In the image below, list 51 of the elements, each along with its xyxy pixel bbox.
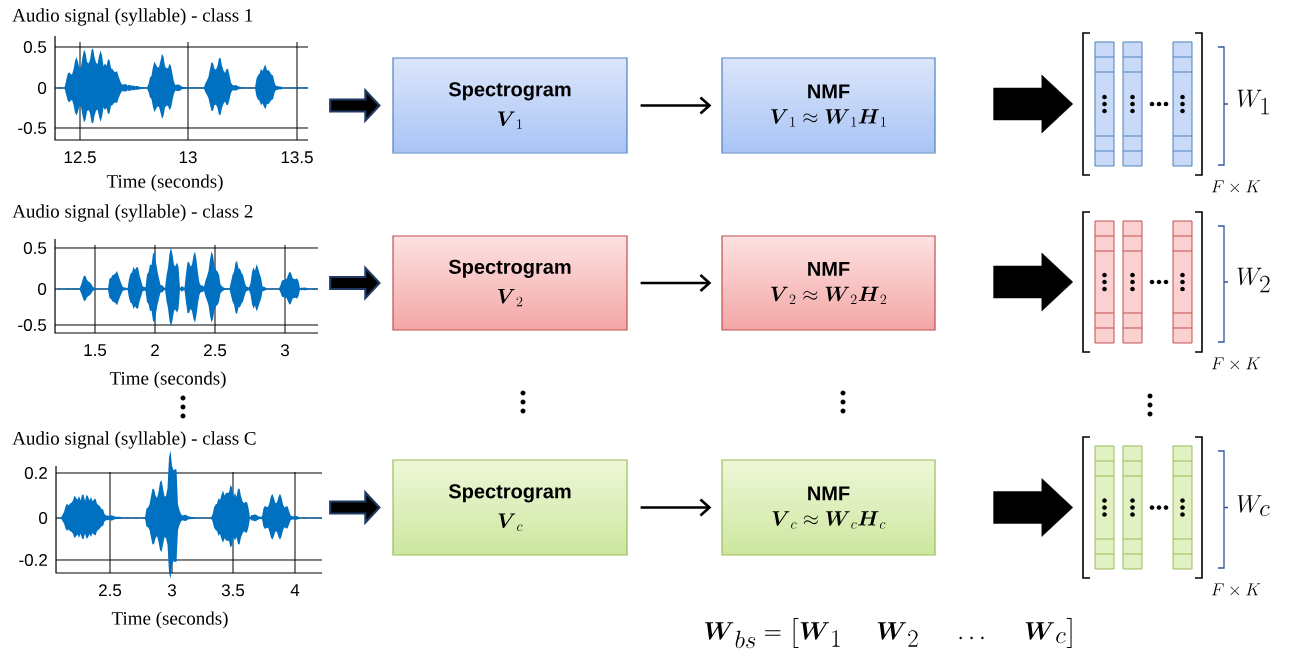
tick-label: 2 [151,344,159,357]
block-arrow [993,252,1074,312]
process-box: Spectrogram $\boldsymbol{V}_2$ [392,235,628,331]
matrix-drawing [1082,436,1203,579]
axis-label: Time (seconds) [106,174,223,192]
plot-title: Audio signal (syllable) - class 1 [12,8,253,26]
arrow [640,498,712,517]
tick-label: 0 [39,511,48,524]
tick-label: 3 [280,344,289,357]
arrow [640,96,712,115]
tick-label: 0.5 [23,242,47,254]
block-arrow [993,478,1074,537]
tick-label: 4 [290,584,300,596]
block-arrow [993,74,1074,134]
arrow [640,274,712,292]
matrix-label: $W_1$ [1237,89,1269,115]
axis-label: Time (seconds) [109,371,226,389]
tick-label: -0.2 [19,553,47,566]
tick-label: 3 [167,584,176,597]
equation: $\boldsymbol{W}_{bs} = \big[\boldsymbol{W}_1 \quad \boldsymbol{W}_2 \quad \dots \quad \boldsymbol{W}_c\big]$ [705,618,1072,649]
tick-label: 0.5 [23,41,47,53]
matrix-drawing [1082,32,1203,176]
process-box: Spectrogram $\boldsymbol{V}_c$ [392,459,628,556]
block-arrow [329,87,381,124]
tick-label: -0.5 [18,122,47,134]
nmf-box: NMF $\boldsymbol{V}_c \approx \boldsymbol{W}_c \boldsymbol{H}_c$ [721,459,936,556]
tick-label: 1.5 [84,344,107,357]
tick-label: 2.5 [204,344,227,357]
tick-label: 3.5 [221,584,245,597]
process-box: Spectrogram $\boldsymbol{V}_1$ [392,57,628,154]
matrix-drawing [1082,211,1203,353]
matrix-label: $W_2$ [1237,267,1270,293]
matrix-label: $W_c$ [1237,495,1270,517]
block-arrow [329,489,381,526]
tick-label: 13.5 [281,151,313,164]
plot-title: Audio signal (syllable) - class C [12,431,256,449]
tick-label: 2.5 [99,584,122,597]
block-arrow [329,265,381,301]
dimension-label: $F \times K$ [1211,357,1261,370]
dimension-label: $F \times K$ [1211,583,1261,596]
tick-label: 0 [38,283,47,295]
tick-label: 12.5 [64,151,96,164]
tick-label: 0.2 [24,466,47,479]
tick-label: 13 [179,151,197,164]
plot-title: Audio signal (syllable) - class 2 [12,204,253,222]
axis-label: Time (seconds) [111,611,228,629]
nmf-box: NMF $\boldsymbol{V}_1 \approx \boldsymbol{W}_1 \boldsymbol{H}_1$ [721,57,936,154]
tick-label: 0 [38,82,47,94]
tick-label: -0.5 [18,318,47,331]
dimension-label: $F \times K$ [1211,180,1261,193]
nmf-box: NMF $\boldsymbol{V}_2 \approx \boldsymbol{W}_2 \boldsymbol{H}_2$ [721,235,936,331]
